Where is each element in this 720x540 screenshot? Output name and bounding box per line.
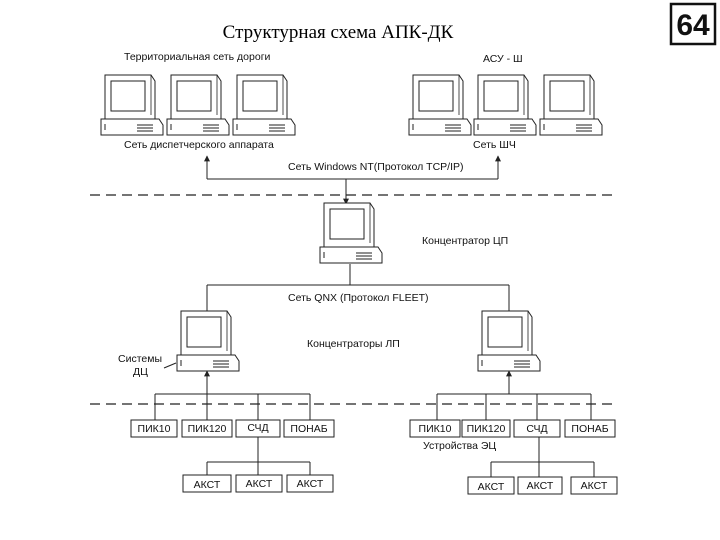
qnx-network-label: Сеть QNX (Протокол FLEET) <box>288 292 429 304</box>
left-device-tree <box>154 370 311 475</box>
asu-sh-label: АСУ - Ш <box>483 53 523 65</box>
systems-dc-label-1: Системы <box>118 353 162 365</box>
shch-network-label: Сеть ШЧ <box>473 139 516 151</box>
device-schd: СЧД <box>247 422 268 434</box>
windows-network-bus <box>204 155 501 205</box>
dispatcher-network-label: Сеть диспетчерского аппарата <box>124 139 274 151</box>
device-pik10: ПИК10 <box>138 423 171 435</box>
qnx-network-bus <box>206 264 510 312</box>
systems-dc-connector <box>163 362 177 369</box>
concentrator-cp-label: Концентратор ЦП <box>422 235 508 247</box>
concentrators-lp-label: Концентраторы ЛП <box>307 338 400 350</box>
right-device-tree <box>436 370 595 477</box>
territorial-network-label: Территориальная сеть дороги <box>124 51 271 63</box>
windows-network-label: Сеть Windows NT(Протокол TCP/IP) <box>288 161 464 173</box>
device-akst: АКСТ <box>297 478 324 490</box>
ec-devices-label: Устройства ЭЦ <box>423 440 496 452</box>
concentrator-lp-icon <box>477 310 541 372</box>
device-akst: АКСТ <box>581 480 608 492</box>
device-schd: СЧД <box>526 423 547 435</box>
diagram-title: Структурная схема АПК-ДК <box>223 22 454 43</box>
workstation-icon <box>100 74 164 136</box>
workstation-icon <box>539 74 603 136</box>
systems-dc-label-2: ДЦ <box>133 366 148 378</box>
workstation-icon <box>232 74 296 136</box>
device-ponab: ПОНАБ <box>290 423 327 435</box>
device-pik120: ПИК120 <box>467 423 506 435</box>
page-number: 64 <box>676 9 710 42</box>
right-device-boxes: ПИК10 ПИК120 СЧД ПОНАБ АКСТ АКСТ АКСТ <box>409 419 618 495</box>
workstation-icon <box>408 74 472 136</box>
concentrator-lp-icon <box>176 310 240 372</box>
workstation-icon <box>166 74 230 136</box>
device-ponab: ПОНАБ <box>571 423 608 435</box>
device-pik120: ПИК120 <box>188 423 227 435</box>
device-akst: АКСТ <box>478 481 505 493</box>
page-number-badge: 64 <box>669 2 717 46</box>
workstation-icon <box>473 74 537 136</box>
left-device-boxes: ПИК10 ПИК120 СЧД ПОНАБ АКСТ АКСТ АКСТ <box>130 419 335 493</box>
device-akst: АКСТ <box>246 478 273 490</box>
device-akst: АКСТ <box>527 480 554 492</box>
device-akst: АКСТ <box>194 479 221 491</box>
concentrator-cp-icon <box>319 202 383 264</box>
device-pik10: ПИК10 <box>419 423 452 435</box>
